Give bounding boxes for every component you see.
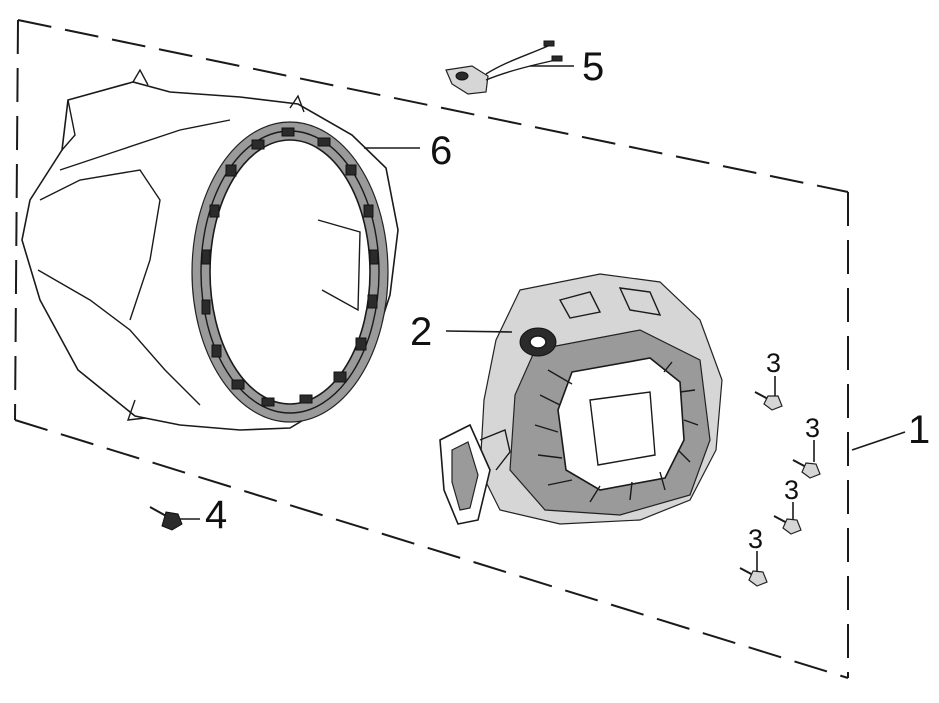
fan-cover-part <box>21 68 399 431</box>
fan-cover-ring-slots <box>201 127 379 407</box>
callout-4: 4 <box>205 493 227 537</box>
wire-harness-part <box>445 40 563 95</box>
starter-pull-handle <box>439 423 511 525</box>
callout-5: 5 <box>582 45 604 89</box>
callout-2: 2 <box>410 310 432 354</box>
leader-lines <box>180 65 906 572</box>
bolt-part-3-d <box>739 567 768 587</box>
assembly-boundary <box>14 19 849 679</box>
recoil-starter-fins <box>534 361 699 503</box>
recoil-starter-part <box>439 273 723 525</box>
bolt-part-4 <box>149 506 183 531</box>
bolt-part-3-b <box>792 459 821 479</box>
callout-3-b: 3 <box>805 413 820 443</box>
callout-1: 1 <box>908 408 930 452</box>
callout-3-d: 3 <box>748 524 763 554</box>
callout-3-a: 3 <box>766 348 781 378</box>
callout-6: 6 <box>430 129 452 173</box>
callout-3-c: 3 <box>784 475 799 505</box>
bolt-part-3-c <box>773 515 802 535</box>
bolt-part-3-a <box>754 391 783 411</box>
